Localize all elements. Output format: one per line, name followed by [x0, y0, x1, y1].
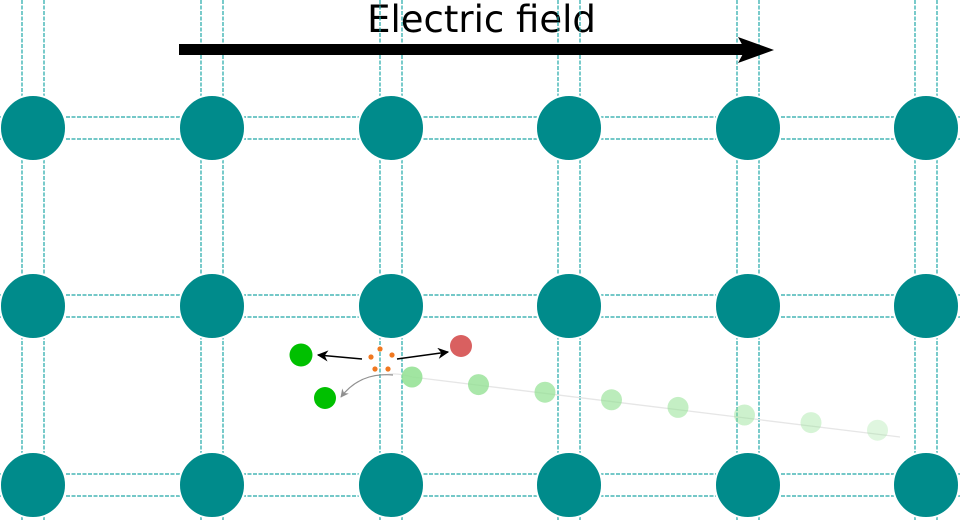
electron: [314, 387, 336, 409]
trail-electron: [867, 419, 888, 441]
vacancy-dot: [385, 366, 391, 372]
field-arrow-head: [738, 37, 774, 63]
lattice-atom: [714, 272, 782, 340]
lattice-atom: [0, 451, 67, 519]
lattice-atom: [535, 451, 603, 519]
lattice-atom: [178, 451, 246, 519]
right-arrow-icon: [179, 37, 774, 63]
trail-electron: [401, 366, 423, 388]
lattice-atom: [357, 451, 425, 519]
electron-arrow: [316, 350, 363, 362]
atoms: [0, 94, 960, 519]
trail-electron: [468, 374, 489, 396]
hole: [450, 335, 472, 357]
lattice-atom: [357, 94, 425, 162]
lattice-atom: [892, 451, 960, 519]
lattice-atom: [535, 94, 603, 162]
trail-path: [384, 373, 901, 438]
trail-electron: [601, 389, 622, 411]
lattice-atom: [178, 272, 246, 340]
vacancy-dot: [377, 346, 383, 352]
vacancy-dot: [389, 352, 395, 358]
broken-bond-icon: [368, 346, 395, 372]
vacancy-dot: [372, 366, 378, 372]
lattice-atom: [357, 272, 425, 340]
lattice-atom: [892, 272, 960, 340]
vacancy-dot: [368, 354, 374, 360]
lattice-atom: [714, 94, 782, 162]
recombination-arrow: [340, 374, 394, 398]
lattice-atom: [714, 451, 782, 519]
lattice-atom: [0, 94, 67, 162]
lattice-atom: [0, 272, 67, 340]
particles: [289, 335, 472, 409]
lattice-atom: [178, 94, 246, 162]
trail-electron: [534, 381, 556, 403]
lattice-atom: [892, 94, 960, 162]
hole-arrow: [396, 347, 450, 360]
lattice-atom: [535, 272, 603, 340]
trail-electron: [800, 412, 822, 434]
trail-electron: [734, 404, 755, 426]
electron-trail: [384, 366, 901, 441]
field-arrow-shaft: [179, 44, 749, 55]
trail-electron: [667, 396, 689, 418]
electron: [289, 343, 313, 367]
